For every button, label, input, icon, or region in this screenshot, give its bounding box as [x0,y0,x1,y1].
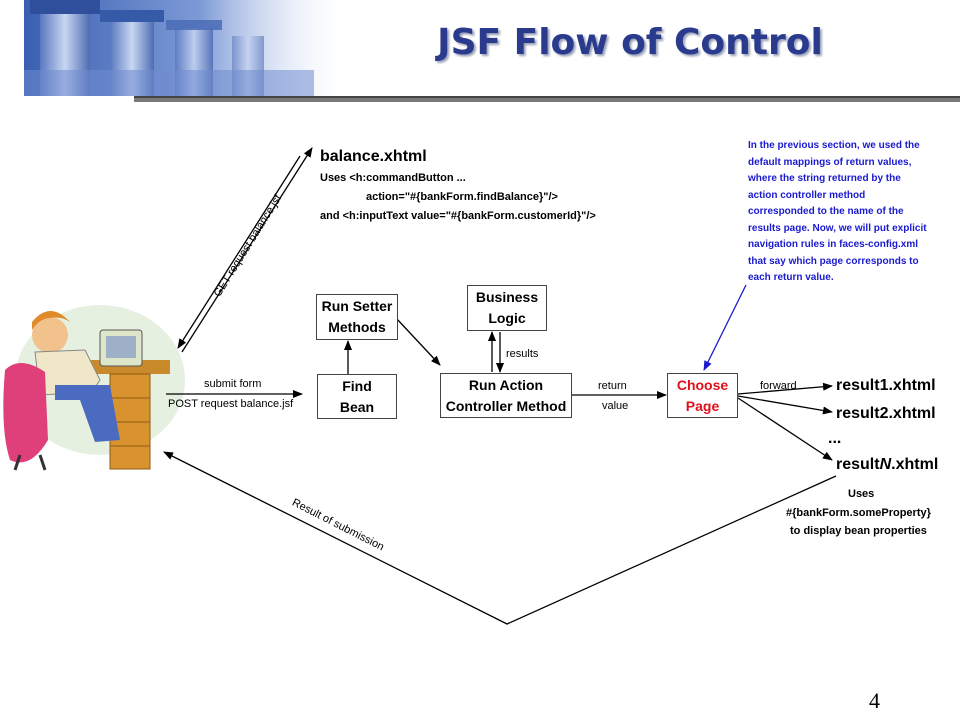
business-logic-label: Business Logic [475,289,539,326]
find-bean-box: Find Bean [317,374,397,419]
result2-page: result2.xhtml [836,405,936,422]
navigation-rules-note: In the previous section, we used the def… [748,140,927,283]
results-label: results [506,348,539,360]
balance-page-line1: Uses <h:commandButton ... [320,172,466,184]
results-ellipsis: ... [828,430,842,447]
forward-label: forward [760,380,797,392]
balance-page-line2: action="#{bankForm.findBalance}"/> [366,191,558,203]
post-request-label: POST request balance.jsf [168,398,294,410]
submit-form-label: submit form [204,378,262,390]
business-logic-box: Business Logic [467,285,547,331]
uses-line1: Uses [848,488,875,500]
page-number: 4 [869,688,880,713]
run-action-controller-label: Run Action Controller Method [445,376,567,414]
resultN-prefix: result [836,456,880,473]
value-label: value [602,400,629,412]
run-action-controller-box: Run Action Controller Method [440,373,572,418]
choose-page-box: Choose Page [667,373,738,418]
resultN-italic: N [879,456,892,473]
header-columns-image [24,0,960,102]
balance-page-line3: and <h:inputText value="#{bankForm.custo… [320,210,596,222]
choose-page-label: Choose Page [676,376,729,414]
resultN-page: resultN.xhtml [836,456,938,474]
person-at-computer-image [3,305,185,471]
uses-line3: to display bean properties [790,525,927,537]
run-setter-methods-box: Run Setter Methods [316,294,398,340]
balance-page-name: balance.xhtml [320,148,427,165]
find-bean-label: Find Bean [339,377,375,415]
resultN-suffix: .xhtml [891,456,939,473]
slide-title: JSF Flow of Control [437,22,823,63]
return-label: return [598,380,627,392]
run-setter-methods-label: Run Setter Methods [321,298,393,335]
result1-page: result1.xhtml [836,377,936,394]
uses-line2: #{bankForm.someProperty} [786,507,931,519]
